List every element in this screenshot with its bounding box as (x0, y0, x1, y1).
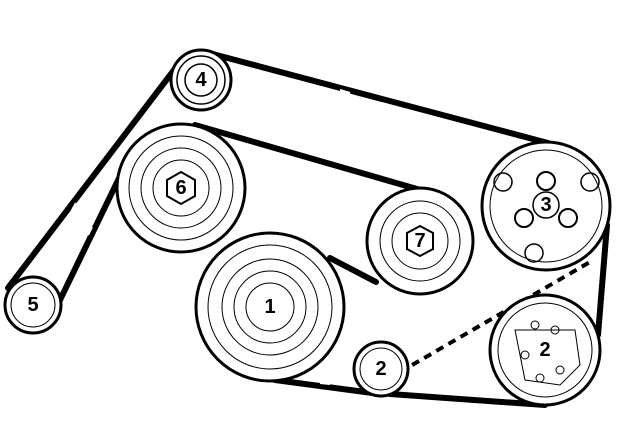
alternate-belt-path (398, 260, 592, 374)
pulley-3: 3 (480, 140, 612, 272)
pulley-7: 7 (365, 186, 475, 296)
pulley-label: 2 (539, 339, 550, 361)
pulley-6: 6 (115, 122, 247, 254)
drive-belt (5, 49, 610, 408)
pulley-label: 1 (264, 296, 275, 318)
pulley-label: 7 (414, 230, 425, 252)
pulley-4: 4 (169, 48, 233, 112)
pulley-label: 5 (27, 294, 38, 316)
pulley-label: 6 (175, 177, 186, 199)
pulley-1: 1 (194, 231, 346, 383)
pulley-label: 3 (540, 194, 551, 216)
pulley-5: 5 (3, 275, 63, 335)
pulley-2-idler: 2 (352, 340, 410, 398)
pulley-label: 2 (375, 358, 386, 380)
pulley-2-tensioner: 2 (488, 293, 602, 407)
pulley-label: 4 (195, 69, 207, 91)
